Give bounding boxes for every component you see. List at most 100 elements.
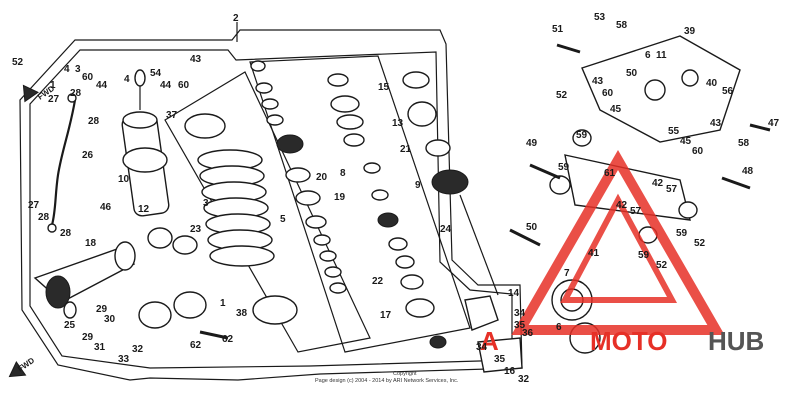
callout-label: 4	[124, 74, 130, 85]
callout-label: 39	[684, 26, 696, 37]
callout-label: 5	[280, 214, 286, 225]
callout-label: 34	[476, 342, 488, 353]
callout-label: 25	[64, 320, 76, 331]
plate-hole-2	[681, 69, 699, 87]
callout-label: 32	[518, 374, 530, 385]
callout-label: 45	[610, 104, 622, 115]
callout-label: 20	[316, 172, 328, 183]
callout-label: 52	[12, 57, 24, 68]
callout-label: 62	[190, 340, 202, 351]
callout-labels: 2 52 4 3 60 44 4 54 43 44 60 1 28 27 28 …	[12, 12, 780, 385]
callout-label: 48	[742, 166, 754, 177]
callout-label: 45	[680, 136, 692, 147]
callout-label: 30	[104, 314, 116, 325]
main-spring	[197, 149, 275, 267]
callout-label: 14	[508, 288, 520, 299]
shock-body	[121, 69, 170, 217]
callout-label: 59	[638, 250, 650, 261]
callout-label: 7	[564, 268, 570, 279]
callout-label: 1	[220, 298, 226, 309]
callout-label: 19	[334, 192, 346, 203]
fwd-label-bottom: FWD	[16, 356, 36, 374]
callout-label: 18	[85, 238, 97, 249]
callout-label: 34	[514, 308, 526, 319]
watermark-moto: MOTO	[590, 326, 668, 356]
callout-label: 61	[604, 168, 616, 179]
callout-label: 58	[738, 138, 750, 149]
callout-label: 17	[380, 310, 392, 321]
callout-label: 9	[415, 180, 421, 191]
bracket-34	[477, 337, 523, 373]
callout-label: 46	[100, 202, 112, 213]
callout-label: 27	[48, 94, 60, 105]
callout-label: 44	[96, 80, 108, 91]
callout-label: 60	[602, 88, 614, 99]
plate-hole-1	[644, 79, 666, 101]
callout-label: 47	[768, 118, 780, 129]
bushing-12	[147, 227, 173, 249]
bushing-23	[172, 235, 198, 255]
callout-label: 62	[222, 334, 234, 345]
callout-label: 23	[190, 224, 202, 235]
callout-label: 60	[692, 146, 704, 157]
callout-label: 11	[656, 50, 667, 61]
callout-label: 22	[372, 276, 384, 287]
callout-label: 56	[722, 86, 734, 97]
callout-label: 26	[82, 150, 94, 161]
callout-label: 37	[166, 110, 178, 121]
callout-label: 52	[656, 260, 668, 271]
callout-label: 57	[666, 184, 678, 195]
callout-label: 43	[190, 54, 202, 65]
callout-label: 13	[392, 118, 404, 129]
callout-label: 43	[592, 76, 604, 87]
callout-label: 1	[50, 80, 56, 91]
callout-label: 15	[378, 82, 390, 93]
callout-label: 4	[64, 64, 70, 75]
callout-label: 53	[594, 12, 606, 23]
callout-label: 60	[178, 80, 190, 91]
callout-label: 28	[38, 212, 50, 223]
bolts	[199, 43, 771, 340]
footer-copyright: Copyright	[393, 371, 417, 377]
callout-label: 49	[526, 138, 538, 149]
callout-label: 27	[28, 200, 40, 211]
reservoir	[33, 241, 136, 319]
callout-label: 41	[588, 248, 600, 259]
callout-label: 8	[340, 168, 346, 179]
callout-label: 58	[616, 20, 628, 31]
callout-label: 55	[668, 126, 680, 137]
callout-label: 44	[160, 80, 172, 91]
callout-label: 51	[552, 24, 564, 35]
watermark-letter-a: A	[480, 326, 499, 356]
column-box-1	[164, 71, 371, 353]
callout-label: 52	[694, 238, 706, 249]
callout-label: 59	[576, 130, 588, 141]
callout-label: 3	[203, 198, 209, 209]
callout-label: 33	[118, 354, 130, 365]
callout-label: 36	[522, 328, 534, 339]
assembly-inner-outline	[29, 49, 513, 369]
callout-label: 6	[645, 50, 651, 61]
collar-right	[173, 291, 207, 319]
callout-label: 57	[630, 206, 642, 217]
callout-label: 59	[558, 162, 570, 173]
callout-label: 38	[236, 308, 248, 319]
footer-credit: Page design (c) 2004 - 2014 by ARI Netwo…	[315, 378, 459, 384]
callout-label: 6	[556, 322, 562, 333]
callout-label: 35	[514, 320, 526, 331]
fwd-arrow-bottom: FWD	[8, 356, 36, 378]
bushing-59b	[572, 129, 592, 147]
watermark-inner-triangle	[560, 193, 678, 303]
column-2-parts	[327, 73, 447, 349]
callout-label: 21	[400, 144, 412, 155]
watermark-triangle	[511, 149, 725, 335]
hose-fitting-top	[67, 93, 77, 103]
hose	[50, 99, 77, 226]
callout-label: 50	[526, 222, 538, 233]
callout-label: 3	[75, 64, 81, 75]
callout-label: 31	[94, 342, 106, 353]
spring-seat-38	[252, 295, 298, 325]
hose-fitting-bottom	[47, 223, 57, 233]
callout-label: 2	[233, 13, 239, 24]
